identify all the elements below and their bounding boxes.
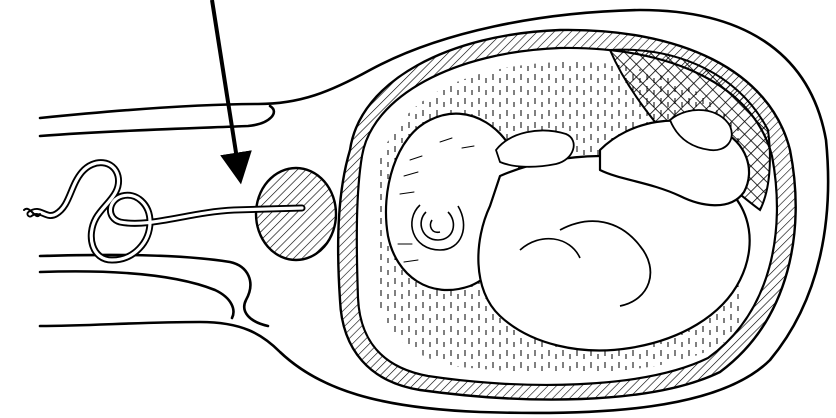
coiled-tube-catheter xyxy=(24,163,302,260)
pointer-arrow xyxy=(212,0,240,178)
cervix xyxy=(256,168,336,260)
